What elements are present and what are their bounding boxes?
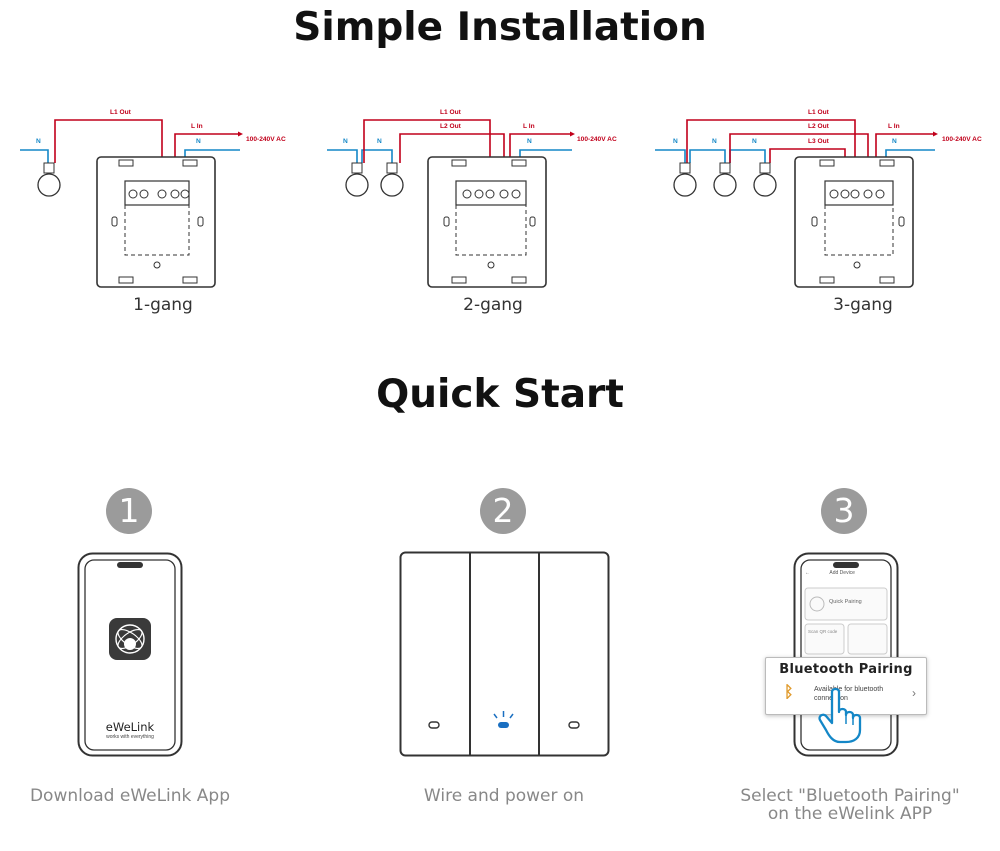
- step-3-caption: Select "Bluetooth Pairing" on the eWelin…: [740, 786, 960, 824]
- wire-label-l1-out: L1 Out: [110, 109, 131, 116]
- wire-label-l-in: L In: [888, 123, 900, 130]
- wiring-diagram-1-gang: [20, 119, 243, 288]
- wire-label-n-supply: N: [527, 138, 532, 145]
- bulb-icon: [673, 162, 697, 197]
- wire-label-l1-out: L1 Out: [440, 109, 461, 116]
- bulb-icon: [380, 162, 404, 197]
- wire-label-n: N: [673, 138, 678, 145]
- wire-label-l-in: L In: [523, 123, 535, 130]
- app-tagline: works with everything: [106, 734, 154, 740]
- wire-label-n: N: [712, 138, 717, 145]
- app-header: ← Add Device: [805, 570, 855, 576]
- step-3-badge: 3: [821, 488, 867, 534]
- led-indicator-icon: [428, 721, 440, 729]
- ewelink-logo-icon: [109, 618, 151, 660]
- wire-label-ac: 100-240V AC: [577, 136, 617, 143]
- bluetooth-pairing-title: Bluetooth Pairing: [779, 662, 913, 677]
- switch-back-icon: [427, 156, 547, 288]
- switch-back-icon: [794, 156, 914, 288]
- arrow-icon: [933, 131, 938, 137]
- wire-label-l3-out: L3 Out: [808, 138, 829, 145]
- wire-label-n: N: [377, 138, 382, 145]
- wire-label-l2-out: L2 Out: [808, 123, 829, 130]
- switch-back-icon: [96, 156, 216, 288]
- gang-caption-1: 1-gang: [133, 295, 193, 315]
- bulb-icon: [37, 162, 61, 197]
- three-gang-switch-illustration: [399, 551, 610, 757]
- led-indicator-icon: [568, 721, 580, 729]
- wire-label-l2-out: L2 Out: [440, 123, 461, 130]
- arrow-icon: [570, 131, 575, 137]
- led-lit-icon: [493, 711, 514, 728]
- quick-start-title: Quick Start: [376, 372, 624, 417]
- wire-label-n: N: [36, 138, 41, 145]
- wire-label-ac: 100-240V AC: [246, 136, 286, 143]
- wire-label-l-in: L In: [191, 123, 203, 130]
- wire-label-n-supply: N: [196, 138, 201, 145]
- chevron-right-icon: ›: [912, 686, 916, 700]
- step-1-badge: 1: [106, 488, 152, 534]
- bulb-icon: [753, 162, 777, 197]
- bluetooth-icon: ᛒ: [784, 684, 794, 701]
- wire-label-n: N: [343, 138, 348, 145]
- scan-qr-option[interactable]: Scan QR code: [808, 629, 838, 634]
- step-2-caption: Wire and power on: [423, 786, 585, 806]
- wire-label-n-supply: N: [892, 138, 897, 145]
- step-2-badge: 2: [480, 488, 526, 534]
- wire-label-n: N: [752, 138, 757, 145]
- wiring-diagram-3-gang: [655, 119, 938, 288]
- hand-pointer-icon: [818, 688, 862, 744]
- arrow-icon: [238, 131, 243, 137]
- step-1-caption: Download eWeLink App: [29, 786, 231, 806]
- back-arrow-icon[interactable]: ←: [805, 570, 810, 576]
- bulb-icon: [713, 162, 737, 197]
- gang-caption-2: 2-gang: [463, 295, 523, 315]
- wire-label-l1-out: L1 Out: [808, 109, 829, 116]
- gang-caption-3: 3-gang: [833, 295, 893, 315]
- installation-title: Simple Installation: [293, 5, 707, 50]
- bulb-icon: [345, 162, 369, 197]
- phone-ewelink-illustration: [77, 552, 183, 757]
- wiring-diagram-2-gang: [327, 119, 575, 288]
- wire-label-ac: 100-240V AC: [942, 136, 982, 143]
- quick-pairing-option[interactable]: Quick Pairing: [829, 599, 862, 605]
- app-name: eWeLink: [105, 720, 155, 734]
